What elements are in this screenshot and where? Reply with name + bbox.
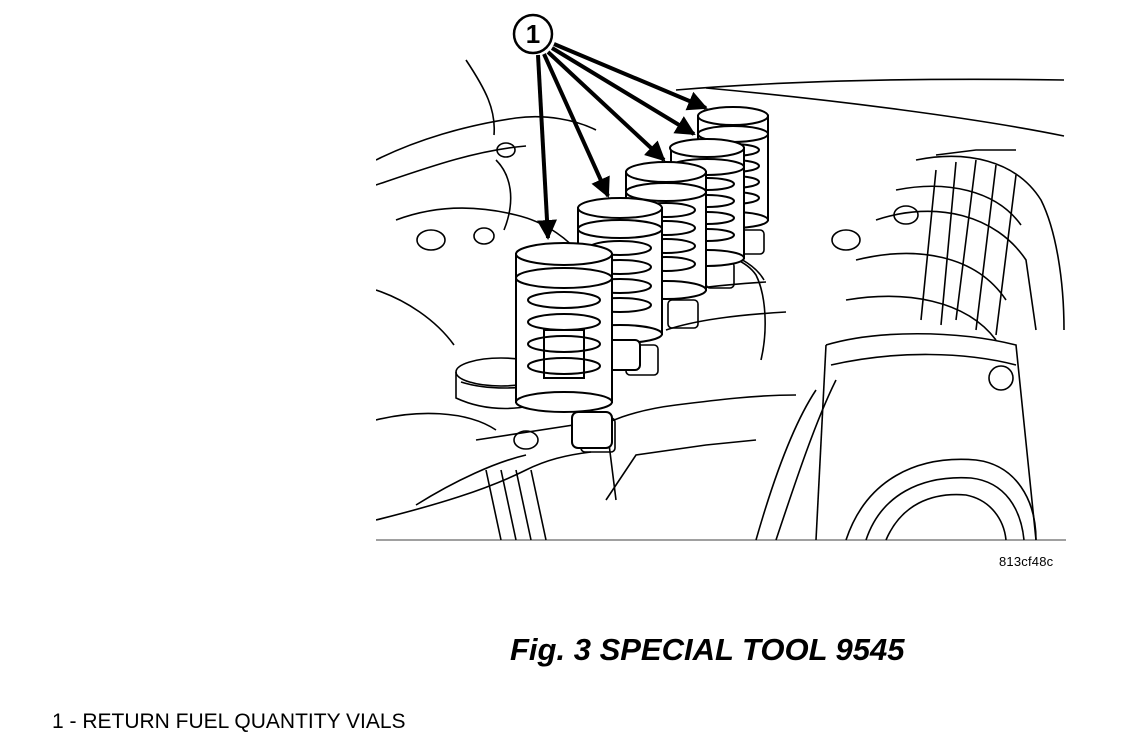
callout-number: 1	[526, 19, 540, 49]
engine-illustration: 1	[376, 13, 1066, 541]
figure-caption: Fig. 3 SPECIAL TOOL 9545	[510, 632, 905, 667]
arrow-icon	[536, 54, 558, 240]
drawing-code: 813cf48c	[999, 554, 1054, 569]
legend-item: 1 - RETURN FUEL QUANTITY VIALS	[52, 710, 406, 733]
callout-1: 1	[512, 13, 708, 240]
vial-1	[515, 242, 613, 449]
arrow-icon	[542, 53, 610, 198]
arrow-icon	[553, 42, 708, 111]
arrow-icon	[546, 50, 666, 162]
fuel-quantity-vials	[515, 106, 769, 449]
callout-circle-icon	[512, 13, 554, 55]
arrow-icon	[550, 46, 696, 136]
